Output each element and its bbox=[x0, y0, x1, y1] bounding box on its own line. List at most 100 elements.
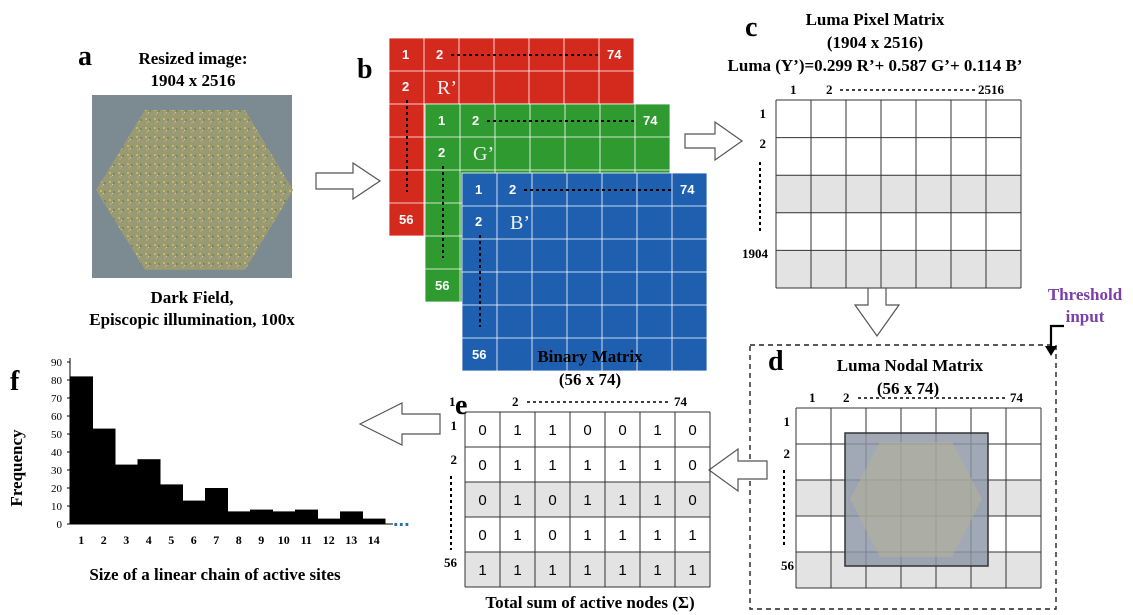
blue-col-start-label: 1 bbox=[475, 182, 482, 197]
histogram-bar bbox=[70, 376, 93, 524]
red-col-start-label: 1 bbox=[402, 47, 409, 62]
histogram-x-tick-label: 8 bbox=[236, 533, 242, 547]
histogram-bar bbox=[227, 511, 251, 524]
histogram-bar bbox=[92, 428, 116, 524]
threshold-label-line1: Threshold bbox=[1048, 285, 1123, 304]
histogram-x-tick-label: 7 bbox=[213, 533, 219, 547]
binary-cell: 1 bbox=[513, 457, 521, 474]
threshold-label-line2: input bbox=[1066, 307, 1105, 326]
blue-channel-label: B’ bbox=[510, 212, 530, 234]
binary-cell: 1 bbox=[653, 492, 661, 509]
arrow-a-to-b bbox=[315, 161, 382, 201]
binary-cell: 1 bbox=[513, 492, 521, 509]
blue-col-second-label: 2 bbox=[509, 182, 516, 197]
histogram-continuation: ... bbox=[393, 509, 410, 531]
panel-d-title-line1: Luma Nodal Matrix bbox=[837, 356, 984, 375]
binary-cell: 1 bbox=[653, 457, 661, 474]
luma-pixel-shaded-row bbox=[776, 175, 1021, 213]
arrow-b-to-c bbox=[684, 120, 744, 162]
panel-d: d Luma Nodal Matrix (56 x 74) Threshold … bbox=[749, 285, 1123, 610]
binary-cell: 1 bbox=[583, 527, 591, 544]
blue-row-second-label: 2 bbox=[475, 214, 482, 229]
binary-cell: 1 bbox=[653, 527, 661, 544]
histogram-y-tick-label: 20 bbox=[51, 483, 63, 495]
panel-f-letter: f bbox=[10, 366, 20, 397]
binary-cell: 1 bbox=[513, 422, 521, 439]
histogram-y-tick-label: 0 bbox=[57, 519, 63, 531]
histogram-bar bbox=[340, 511, 363, 524]
panel-d-letter: d bbox=[768, 346, 784, 377]
green-row-end-label: 56 bbox=[435, 278, 449, 293]
binary-cell: 0 bbox=[548, 527, 556, 544]
histogram-x-tick-label: 6 bbox=[191, 533, 197, 547]
panel-b-letter: b bbox=[357, 54, 373, 85]
chart-ylabel: Frequency bbox=[7, 429, 26, 507]
panel-a-title-line1: Resized image: bbox=[138, 49, 247, 68]
histogram-y-tick-label: 60 bbox=[51, 411, 63, 423]
panel-e-title-line1: Binary Matrix bbox=[537, 347, 643, 366]
luma-nodal-col-second: 2 bbox=[843, 390, 850, 405]
binary-cell: 1 bbox=[548, 562, 556, 579]
blue-row-end-label: 56 bbox=[472, 347, 486, 362]
histogram-x-tick-label: 3 bbox=[123, 533, 129, 547]
binary-cell: 1 bbox=[688, 562, 696, 579]
binary-cell: 1 bbox=[583, 492, 591, 509]
luma-pixel-col-last: 2516 bbox=[978, 82, 1005, 97]
luma-pixel-row-first: 1 bbox=[760, 106, 767, 121]
green-channel-label: G’ bbox=[473, 143, 494, 165]
binary-cell: 0 bbox=[478, 527, 486, 544]
histogram-bar bbox=[137, 459, 161, 524]
histogram-bar bbox=[250, 509, 273, 524]
binary-row-label: 56 bbox=[444, 555, 458, 570]
luma-nodal-row-second: 2 bbox=[784, 446, 791, 461]
panel-a-title-line2: 1904 x 2516 bbox=[151, 71, 236, 90]
histogram-bar bbox=[205, 488, 228, 524]
histogram-x-tick-label: 14 bbox=[368, 533, 380, 547]
binary-cell: 1 bbox=[478, 562, 486, 579]
panel-a-caption-line2: Episcopic illumination, 100x bbox=[89, 310, 295, 329]
histogram-y-tick-label: 90 bbox=[51, 357, 63, 369]
luma-nodal-row-last: 56 bbox=[781, 558, 795, 573]
blue-col-end-label: 74 bbox=[680, 182, 695, 197]
histogram-bar bbox=[182, 500, 206, 524]
histogram-x-tick-label: 1 bbox=[78, 533, 84, 547]
binary-row-label: 1 bbox=[451, 418, 458, 433]
binary-shaded-row bbox=[465, 482, 710, 517]
binary-cell: 1 bbox=[618, 527, 626, 544]
panel-a: a Resized image: 1904 x 2516 Dark Field,… bbox=[78, 41, 295, 329]
binary-cell: 1 bbox=[653, 562, 661, 579]
green-col-end-label: 74 bbox=[643, 113, 658, 128]
binary-cell: 1 bbox=[688, 527, 696, 544]
red-row-second-label: 2 bbox=[402, 79, 409, 94]
binary-cell: 0 bbox=[478, 422, 486, 439]
binary-cell: 1 bbox=[583, 457, 591, 474]
binary-cell: 0 bbox=[478, 492, 486, 509]
luma-pixel-row-second: 2 bbox=[760, 136, 767, 151]
luma-pixel-row-last: 1904 bbox=[742, 246, 769, 261]
luma-pixel-shaded-row bbox=[776, 250, 1021, 288]
histogram-bar bbox=[115, 464, 138, 524]
panel-a-caption-line1: Dark Field, bbox=[150, 288, 233, 307]
histogram-bar bbox=[272, 511, 296, 524]
luma-nodal-col-first: 1 bbox=[809, 390, 816, 405]
luma-pixel-col-second: 2 bbox=[826, 82, 833, 97]
binary-cell: 1 bbox=[513, 527, 521, 544]
binary-cell: 1 bbox=[618, 492, 626, 509]
panel-e-letter: e bbox=[455, 390, 467, 421]
histogram-y-tick-label: 50 bbox=[51, 429, 63, 441]
histogram-x-tick-label: 5 bbox=[168, 533, 174, 547]
binary-cell: 1 bbox=[653, 422, 661, 439]
histogram-y-tick-label: 10 bbox=[51, 501, 63, 513]
binary-cell: 0 bbox=[478, 457, 486, 474]
red-col-second-label: 2 bbox=[436, 47, 443, 62]
panel-e-title-line2: (56 x 74) bbox=[559, 370, 621, 389]
arrow-c-to-d bbox=[853, 287, 901, 338]
red-channel-label: R’ bbox=[437, 77, 457, 99]
binary-cell: 1 bbox=[618, 562, 626, 579]
